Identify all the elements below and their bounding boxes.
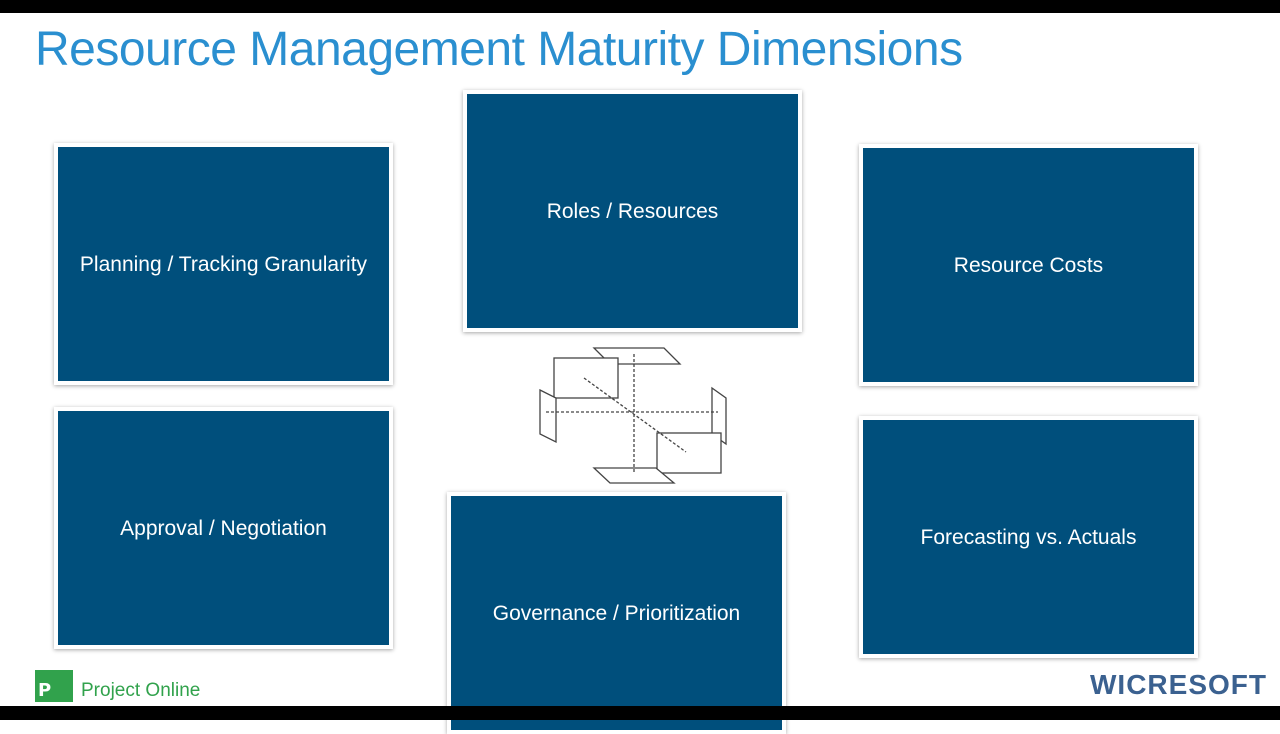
project-logo-icon: P: [35, 670, 73, 702]
card-label: Governance / Prioritization: [451, 496, 782, 730]
wicresoft-logo: WICRESOFT: [1090, 669, 1267, 700]
project-online-logo: P Project Online: [35, 670, 200, 702]
project-online-text: Project Online: [81, 680, 201, 701]
card-label: Approval / Negotiation: [58, 411, 389, 645]
card-label: Roles / Resources: [467, 94, 798, 328]
card-roles-resources: Roles / Resources: [463, 90, 802, 332]
card-label: Forecasting vs. Actuals: [863, 420, 1194, 654]
card-planning-tracking: Planning / Tracking Granularity: [54, 143, 393, 385]
top-letterbox: [0, 0, 1280, 13]
card-approval-negotiation: Approval / Negotiation: [54, 407, 393, 649]
bottom-letterbox: [0, 706, 1280, 720]
card-label: Planning / Tracking Granularity: [58, 147, 389, 381]
card-forecasting-actuals: Forecasting vs. Actuals: [859, 416, 1198, 658]
slide-title: Resource Management Maturity Dimensions: [35, 23, 963, 76]
card-resource-costs: Resource Costs: [859, 144, 1198, 386]
dimensions-diagram-icon: [539, 347, 727, 484]
card-governance-prioritization: Governance / Prioritization: [447, 492, 786, 734]
card-label: Resource Costs: [863, 148, 1194, 382]
